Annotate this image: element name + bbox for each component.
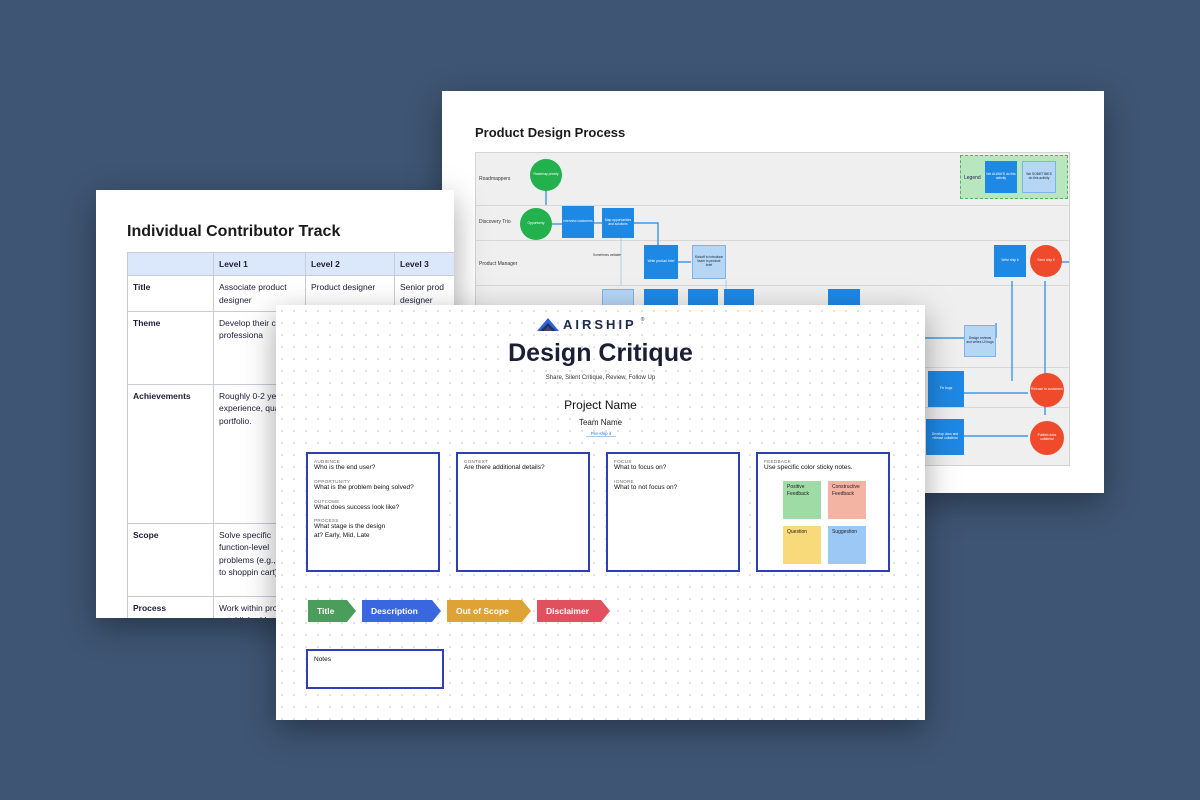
legend: Legend We ALWAYS do this activity We SOM… (960, 155, 1068, 199)
team-name[interactable]: Team Name (578, 418, 623, 427)
pre-ship-link[interactable]: Pre-ship it (586, 431, 616, 437)
logo-text: AIRSHIP (563, 317, 637, 332)
panel-label: AUDIENCE (314, 459, 341, 464)
legend-sometimes: We SOMETIMES do this activity (1022, 161, 1056, 193)
sticky-suggestion[interactable]: Suggestion (828, 526, 866, 564)
panel-label: PROCESS (314, 518, 339, 524)
column-header: Level 2 (305, 251, 395, 277)
node-design-step (644, 289, 678, 309)
audience-panel[interactable]: AUDIENCE Who is the end user? OPPORTUNIT… (306, 452, 440, 572)
row-header: Scope (127, 522, 214, 597)
tag-description[interactable]: Description (362, 600, 441, 622)
column-header: Level 1 (213, 251, 306, 277)
node-fix-bugs: Fix bugs (928, 371, 964, 407)
legend-label: Legend (964, 175, 981, 181)
panel-label: IGNORE (614, 478, 634, 484)
notes-box[interactable]: Notes (306, 649, 444, 689)
focus-panel[interactable]: FOCUS What to focus on? IGNORE What to n… (606, 452, 740, 572)
tag-disclaimer[interactable]: Disclaimer (537, 600, 610, 622)
panel-question: Are there additional details? (464, 464, 545, 471)
context-panel[interactable]: CONTEXT Are there additional details? (456, 452, 590, 572)
lane-label: Roadmappers (479, 176, 511, 182)
row-header: Achievements (127, 383, 214, 524)
panel-label: FOCUS (614, 459, 632, 464)
panel-question: What stage is the design at? Early, Mid,… (314, 523, 386, 540)
panel-label: OPPORTUNITY (314, 478, 351, 484)
sometimes-validate-note: Sometimes validate (593, 253, 621, 257)
node-design-step (828, 289, 860, 309)
sticky-positive-feedback[interactable]: Positive Feedback (783, 481, 821, 519)
pdp-title: Product Design Process (475, 125, 626, 140)
panel-label: OUTCOME (314, 498, 340, 504)
node-write-ship-it: Write ship it (994, 245, 1026, 277)
panel-question: What does success look like? (314, 503, 400, 511)
lane-roadmappers: Roadmappers (476, 153, 1069, 206)
legend-always: We ALWAYS do this activity (985, 161, 1017, 193)
node-kickoff: Kickoff to introduce team to product bri… (692, 245, 726, 279)
tag-title[interactable]: Title (308, 600, 356, 622)
column-header: Level 3 (394, 251, 454, 277)
panel-label: FEEDBACK (764, 459, 792, 464)
registered-mark: ® (640, 316, 645, 323)
lane-label: Discovery Trio (479, 219, 511, 225)
panel-question: What is the problem being solved? (314, 483, 414, 491)
lane-discovery-trio: Discovery Trio (476, 205, 1069, 241)
node-interview-customers: Interview customers (562, 206, 594, 238)
column-header (127, 251, 214, 277)
ict-title: Individual Contributor Track (127, 223, 341, 240)
node-release: Release to customers (1030, 373, 1064, 407)
node-write-product-brief: Write product brief (644, 245, 678, 279)
node-design-step (724, 289, 754, 309)
airship-logo-icon (537, 317, 559, 331)
panel-question: What to not focus on? (614, 483, 678, 491)
lane-product-manager: Product Manager (476, 240, 1069, 286)
tag-out-of-scope[interactable]: Out of Scope (447, 600, 531, 622)
sticky-question[interactable]: Question (783, 526, 821, 564)
project-name[interactable]: Project Name (564, 398, 637, 412)
panel-label: CONTEXT (464, 459, 489, 464)
panel-question: Use specific color sticky notes. (764, 464, 853, 471)
node-opportunity: Opportunity (520, 208, 552, 240)
node-roadmap-priority: Roadmap priority (530, 159, 562, 191)
lane-label: Product Manager (479, 261, 518, 267)
node-design-step (688, 289, 718, 309)
row-header: Process (127, 595, 214, 618)
panel-question: What to focus on? (614, 464, 667, 471)
board-subtitle: Share, Silent Critique, Review, Follow U… (545, 375, 656, 381)
row-header: Title (127, 275, 214, 312)
table-header-row: Level 1 Level 2 Level 3 (127, 251, 454, 277)
node-design-reviews: Design reviews and writes UI bugs (964, 325, 996, 357)
design-critique-board[interactable]: AIRSHIP ® Design Critique Share, Silent … (276, 305, 925, 720)
feedback-panel[interactable]: FEEDBACK Use specific color sticky notes… (756, 452, 890, 572)
sticky-constructive-feedback[interactable]: Constructive Feedback (828, 481, 866, 519)
board-title: Design Critique (508, 339, 693, 367)
panel-question: Who is the end user? (314, 464, 376, 471)
node-develop-docs: Develop docs and release collateral (926, 419, 964, 455)
node-ship-it: Send ship it (1030, 245, 1062, 277)
node-map-opportunities: Map opportunities and solutions (602, 208, 634, 238)
node-publish-docs: Publish docs collateral (1030, 421, 1064, 455)
row-header: Theme (127, 310, 214, 385)
airship-logo: AIRSHIP ® (537, 317, 644, 332)
